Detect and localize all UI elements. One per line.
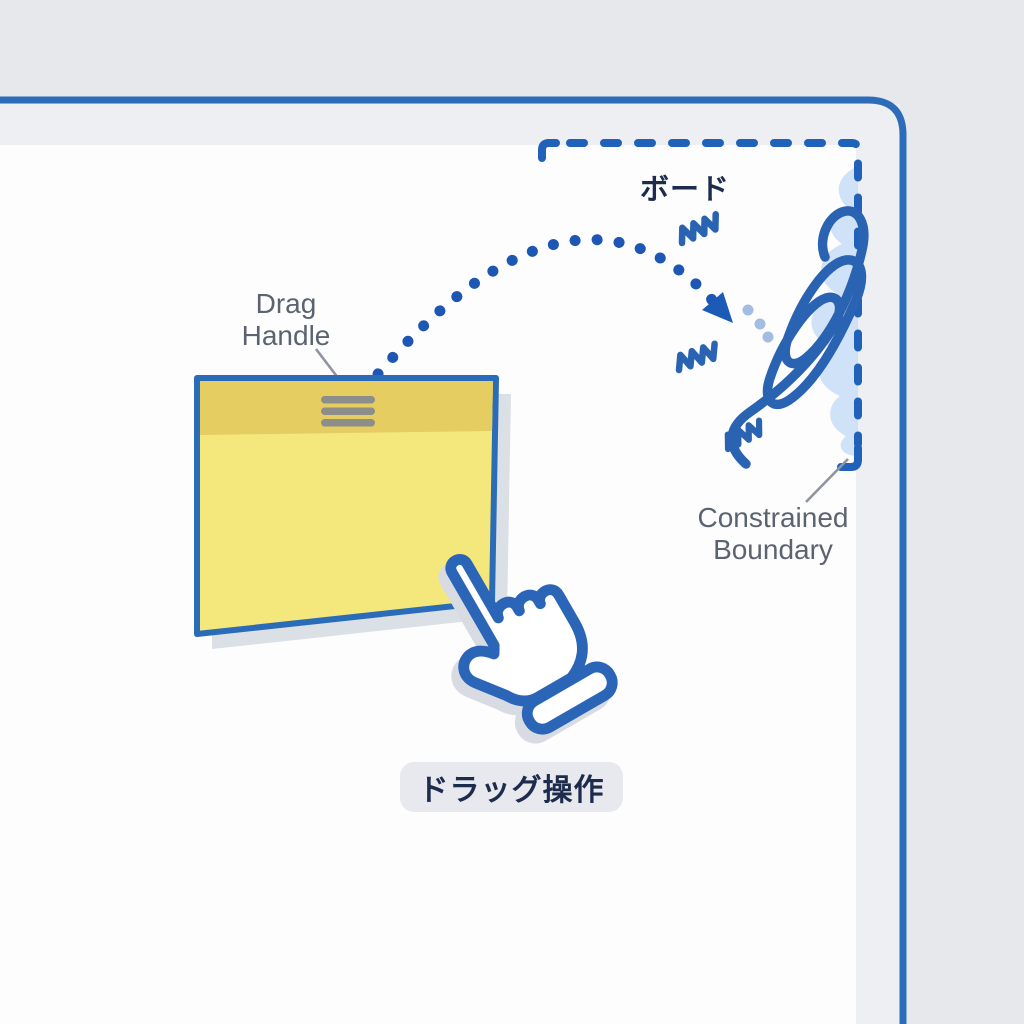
board-label: ボード <box>639 174 730 206</box>
whiteboard-surface <box>0 145 856 1024</box>
drag-handle-label: Drag Handle <box>241 288 331 352</box>
drag-operation-label: ドラッグ操作 <box>418 774 605 807</box>
constrained-boundary-label: Constrained Boundary <box>697 502 849 566</box>
drag-operation-badge: ドラッグ操作 <box>400 762 623 812</box>
